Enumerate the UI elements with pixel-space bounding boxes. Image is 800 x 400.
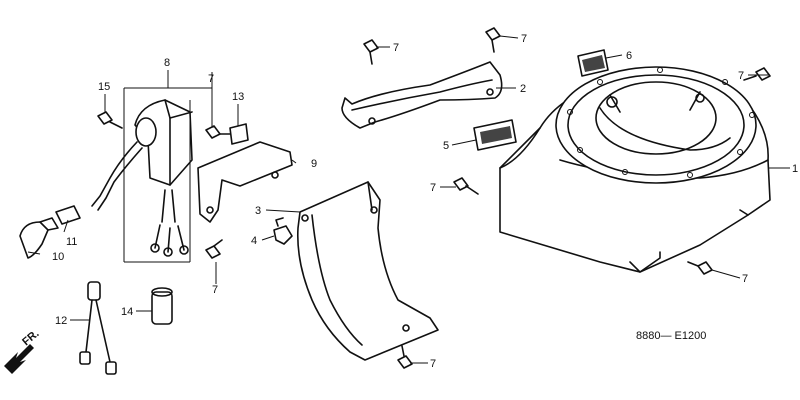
- bolt-icon: [205, 239, 223, 259]
- callout-15: 15: [98, 81, 110, 93]
- callout-4: 4: [251, 235, 257, 247]
- callout-9: 9: [311, 158, 317, 170]
- callout-7: 7: [212, 284, 218, 296]
- callout-6: 6: [626, 50, 632, 62]
- bolt-icon: [743, 67, 771, 81]
- bolt-icon: [485, 27, 501, 53]
- callout-7: 7: [738, 70, 744, 82]
- ignition-coil: [91, 99, 193, 257]
- caution-label-6: [577, 49, 609, 77]
- air-guide-lower: [296, 181, 439, 361]
- air-deflector-upper: [341, 61, 503, 129]
- callout-2: 2: [520, 83, 526, 95]
- bolt-icons: [97, 27, 771, 369]
- bolt-icon: [205, 125, 231, 139]
- callout-7: 7: [208, 73, 214, 85]
- callout-7: 7: [521, 33, 527, 45]
- fan-shroud: [499, 66, 771, 273]
- caution-label-5: [473, 119, 517, 151]
- callout-8: 8: [164, 57, 170, 69]
- sleeve-tube: [151, 287, 173, 325]
- callout-3: 3: [255, 205, 261, 217]
- front-direction-arrow: FR.: [4, 328, 42, 374]
- direction-label: FR.: [20, 328, 41, 349]
- callout-7: 7: [430, 182, 436, 194]
- callout-7: 7: [742, 273, 748, 285]
- callout-14: 14: [121, 306, 133, 318]
- callout-11: 11: [66, 236, 77, 248]
- bolt-icon: [453, 177, 479, 195]
- callout-5: 5: [443, 140, 449, 152]
- callout-1: 1: [792, 163, 798, 175]
- bolt-icon: [97, 111, 123, 129]
- connector: [55, 205, 81, 225]
- callout-7: 7: [430, 358, 436, 370]
- wire-harness: [79, 281, 117, 375]
- bolt-icon: [687, 261, 713, 275]
- callout-7: 7: [393, 42, 399, 54]
- bolt-icon: [397, 345, 413, 369]
- callout-numbers: 1 2 3 4 5 6 7 7 7 7 7 7 7 7 8 9 10 11 12…: [52, 33, 798, 370]
- callout-12: 12: [55, 315, 67, 327]
- bolt-icon: [363, 39, 379, 65]
- callout-13: 13: [232, 91, 244, 103]
- callout-10: 10: [52, 251, 64, 263]
- coil-bracket: [197, 141, 293, 223]
- leader-lines: [27, 35, 790, 364]
- cable-clip: [229, 123, 249, 145]
- wire-clip: [273, 217, 293, 245]
- diagram-code: 8880— E1200: [636, 330, 706, 342]
- plug-cap: [19, 217, 59, 259]
